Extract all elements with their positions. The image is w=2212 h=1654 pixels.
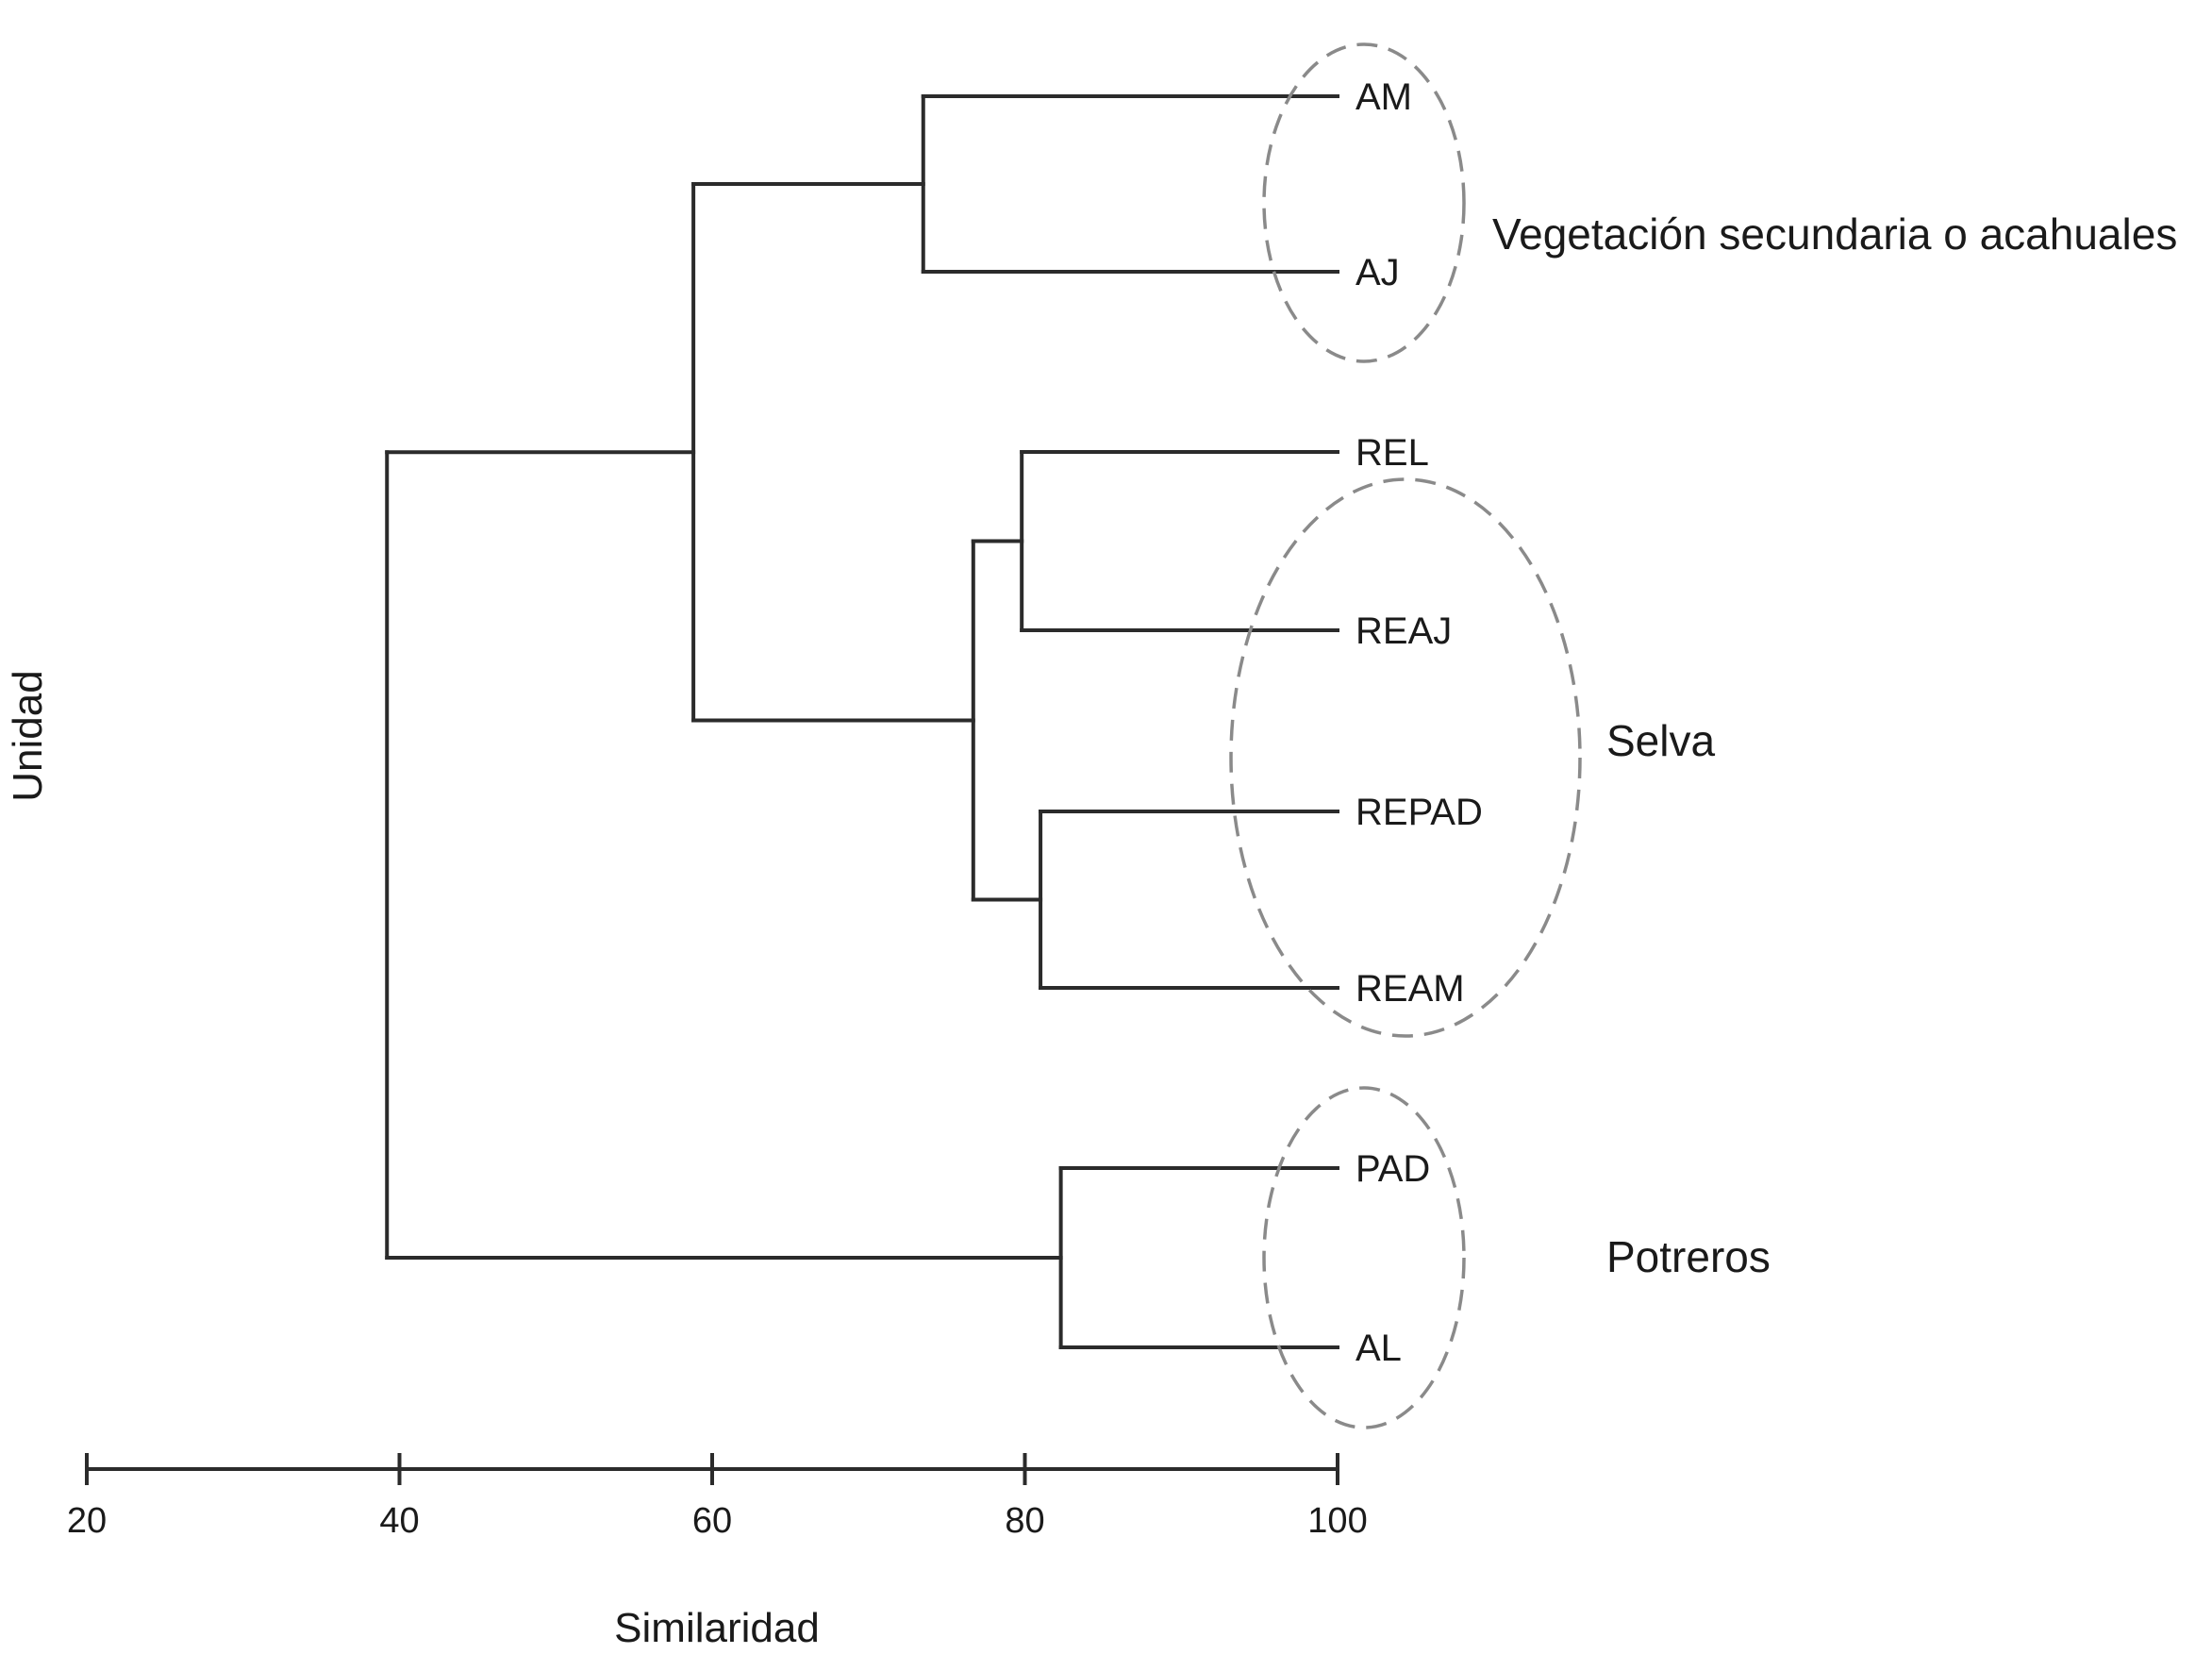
group-label-3: Potreros [1606, 1232, 1771, 1281]
group-ellipse-2 [1229, 477, 1582, 1038]
leaf-label-rel: REL [1355, 432, 1429, 474]
y-axis-title: Unidad [5, 670, 51, 801]
group-label-2: Selva [1606, 716, 1715, 765]
leaf-label-aj: AJ [1355, 252, 1400, 293]
leaf-labels: AM AJ REL REAJ REPAD REAM PAD AL [1355, 76, 1483, 1369]
leaf-label-ream: REAM [1355, 968, 1465, 1010]
group-ellipse-1 [1262, 42, 1466, 363]
x-tick-label-100: 100 [1307, 1501, 1367, 1541]
leaf-label-pad: PAD [1355, 1148, 1430, 1190]
x-axis: 20 40 60 80 100 [67, 1453, 1368, 1541]
x-tick-label-20: 20 [67, 1501, 107, 1541]
x-axis-title: Similaridad [614, 1605, 820, 1651]
leaf-label-reaj: REAJ [1355, 610, 1452, 652]
x-tick-label-80: 80 [1005, 1501, 1044, 1541]
leaf-label-am: AM [1355, 76, 1412, 118]
dendrogram-branches [385, 94, 1339, 1349]
x-tick-label-40: 40 [379, 1501, 419, 1541]
group-labels: Vegetación secundaria o acahualesSelvaPo… [1492, 209, 2177, 1281]
x-tick-label-60: 60 [692, 1501, 732, 1541]
group-label-1: Vegetación secundaria o acahuales [1492, 209, 2177, 259]
leaf-label-repad: REPAD [1355, 792, 1483, 833]
group-ellipse-3 [1262, 1086, 1466, 1429]
group-ellipses [1229, 42, 1582, 1429]
leaf-label-al: AL [1355, 1328, 1402, 1369]
x-axis-ticks: 20 40 60 80 100 [67, 1453, 1368, 1541]
